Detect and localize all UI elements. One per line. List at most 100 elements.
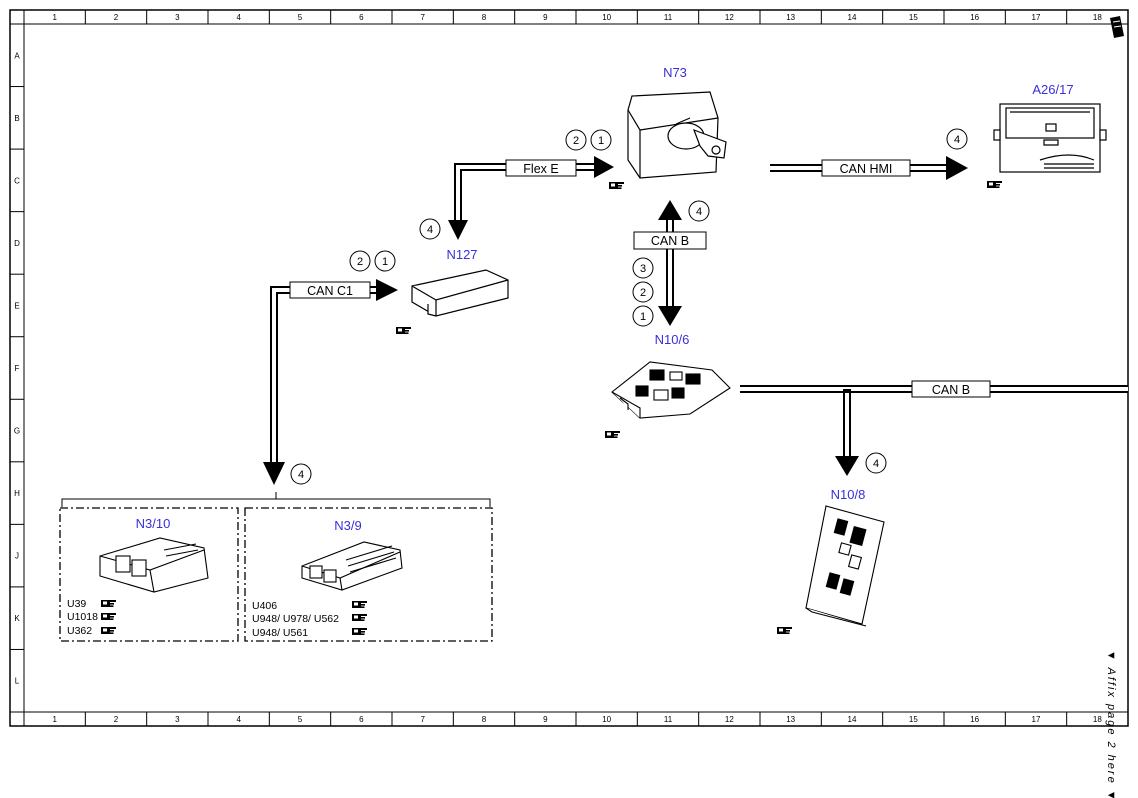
column-number: 13 — [786, 13, 795, 22]
signal-module-icon — [611, 361, 731, 419]
row-letter: D — [14, 239, 20, 248]
svg-text:N127: N127 — [446, 247, 477, 262]
page-reference-icon[interactable] — [352, 601, 367, 608]
row-letter: K — [14, 614, 20, 623]
fuse-box-icon — [805, 505, 885, 627]
svg-text:Flex E: Flex E — [523, 162, 558, 176]
svg-text:N3/10: N3/10 — [136, 516, 171, 531]
column-number: 4 — [236, 13, 241, 22]
page-reference-icon[interactable] — [101, 627, 116, 634]
column-number: 10 — [602, 13, 611, 22]
page-reference-icon[interactable] — [777, 627, 792, 634]
head-unit-icon — [993, 103, 1107, 173]
svg-text:4: 4 — [298, 469, 304, 481]
bus-label-can-c1: CAN C1 — [289, 281, 371, 299]
page-reference-icon[interactable] — [352, 628, 367, 635]
column-number: 7 — [420, 715, 425, 724]
column-number: 2 — [114, 715, 119, 724]
wire-can-b-bus — [740, 385, 1128, 476]
component-n73: N73 — [627, 65, 727, 179]
column-number: 9 — [543, 13, 548, 22]
svg-text:2: 2 — [357, 256, 363, 268]
wire-can-c1 — [263, 279, 398, 485]
column-number: 5 — [298, 13, 303, 22]
row-letter: B — [14, 114, 19, 123]
svg-text:2: 2 — [640, 287, 646, 299]
page-reference-icon[interactable] — [352, 614, 367, 621]
marker-flex-2: 2 — [565, 129, 587, 151]
marker-canb-2: 2 — [632, 281, 654, 303]
page-reference-icon[interactable] — [396, 327, 411, 334]
bus-label-flex-e: Flex E — [505, 159, 577, 177]
column-number: 1 — [52, 715, 57, 724]
page-reference-icon[interactable] — [987, 181, 1002, 188]
svg-text:N73: N73 — [663, 65, 687, 80]
column-number: 7 — [420, 13, 425, 22]
marker-c1-1: 1 — [374, 250, 396, 272]
column-number: 6 — [359, 13, 364, 22]
column-number: 13 — [786, 715, 795, 724]
column-number: 18 — [1093, 715, 1102, 724]
column-number: 8 — [482, 13, 487, 22]
svg-text:U948/ U978/ U562: U948/ U978/ U562 — [252, 613, 339, 625]
affix-note: ▼ Affix page 2 here ▼ — [1105, 650, 1117, 798]
column-number: 14 — [848, 13, 857, 22]
svg-text:U406: U406 — [252, 600, 277, 612]
page-reference-icon[interactable] — [609, 182, 624, 189]
svg-text:4: 4 — [873, 458, 879, 470]
column-number: 9 — [543, 715, 548, 724]
svg-text:U1018: U1018 — [67, 611, 98, 623]
column-number: 11 — [664, 715, 673, 724]
column-number: 12 — [725, 13, 734, 22]
row-letter: H — [14, 489, 20, 498]
svg-text:CAN C1: CAN C1 — [307, 284, 353, 298]
component-n10-8: N10/8 — [805, 487, 885, 627]
column-number: 3 — [175, 715, 180, 724]
column-number: 8 — [482, 715, 487, 724]
page-fold-icon — [1110, 16, 1124, 38]
bus-label-can-hmi: CAN HMI — [821, 159, 911, 177]
row-letter: G — [14, 427, 20, 436]
wire-can-b-vertical — [658, 200, 682, 326]
marker-canb-3: 3 — [632, 257, 654, 279]
marker-n108-4: 4 — [865, 452, 887, 474]
component-n10-6: N10/6 — [611, 332, 731, 419]
svg-text:3: 3 — [640, 263, 646, 275]
page-reference-icon[interactable] — [101, 613, 116, 620]
column-number: 12 — [725, 715, 734, 724]
column-number: 5 — [298, 715, 303, 724]
marker-n127-4: 4 — [419, 218, 441, 240]
engine-ecu-icon — [99, 537, 209, 593]
ecu-group-bracket — [59, 492, 493, 642]
marker-hmi-4: 4 — [946, 128, 968, 150]
column-number: 14 — [848, 715, 857, 724]
page-reference-icon[interactable] — [605, 431, 620, 438]
column-number: 3 — [175, 13, 180, 22]
row-letter: L — [15, 677, 20, 686]
column-number: 6 — [359, 715, 364, 724]
page-reference-icon[interactable] — [101, 600, 116, 607]
column-number: 4 — [236, 715, 241, 724]
ignition-switch-icon — [627, 91, 727, 179]
svg-text:1: 1 — [640, 311, 646, 323]
marker-ecu-4: 4 — [290, 463, 312, 485]
component-a26-17: A26/17 — [993, 82, 1107, 173]
column-number: 18 — [1093, 13, 1102, 22]
marker-c1-2: 2 — [349, 250, 371, 272]
svg-text:4: 4 — [427, 224, 433, 236]
marker-canb-up-4: 4 — [688, 200, 710, 222]
bus-label-can-b-upper: CAN B — [633, 231, 707, 250]
bus-label-can-b-right: CAN B — [911, 380, 991, 398]
column-number: 16 — [970, 13, 979, 22]
svg-text:1: 1 — [598, 135, 604, 147]
control-module-icon — [411, 269, 509, 317]
svg-text:4: 4 — [954, 134, 960, 146]
column-number: 17 — [1032, 13, 1041, 22]
component-n3-9: N3/9 U406 U948/ U978/ U562 U948/ U561 — [252, 518, 403, 639]
svg-text:N3/9: N3/9 — [334, 518, 361, 533]
row-letter: J — [15, 552, 19, 561]
